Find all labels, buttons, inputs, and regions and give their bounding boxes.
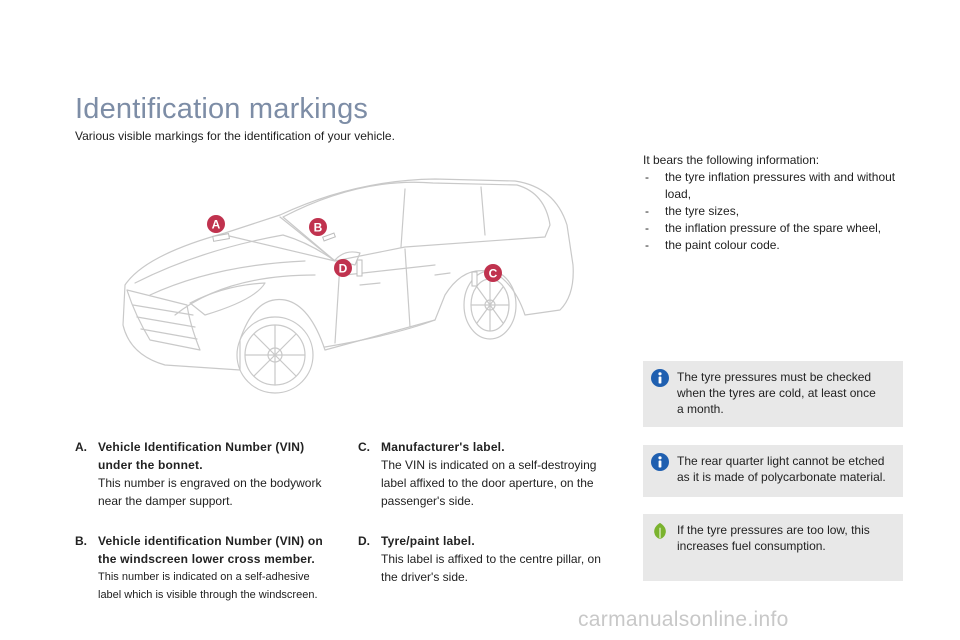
note-text: increases fuel consumption. xyxy=(677,539,826,553)
label-info-section: It bears the following information: -the… xyxy=(643,152,913,254)
item-heading: Tyre/paint label. xyxy=(381,534,475,548)
note-rear-quarter-light: The rear quarter light cannot be etched … xyxy=(643,445,903,497)
item-heading: Vehicle Identification Number (VIN) xyxy=(98,440,305,454)
page-subtitle: Various visible markings for the identif… xyxy=(75,129,395,143)
item-body: label which is visible through the winds… xyxy=(98,589,318,601)
badge-c: C xyxy=(489,267,498,281)
note-text: when the tyres are cold, at least once xyxy=(677,386,876,400)
badge-d: D xyxy=(339,262,348,276)
list-item: -the inflation pressure of the spare whe… xyxy=(645,221,882,235)
info-icon xyxy=(651,453,669,471)
item-body: passenger's side. xyxy=(381,494,475,508)
item-body: near the damper support. xyxy=(98,494,233,508)
item-heading: Vehicle identification Number (VIN) on xyxy=(98,534,323,548)
note-fuel-consumption: If the tyre pressures are too low, this … xyxy=(643,514,903,581)
note-text: The rear quarter light cannot be etched xyxy=(677,454,885,468)
item-heading: Manufacturer's label. xyxy=(381,440,505,454)
item-body: This label is affixed to the centre pill… xyxy=(381,552,601,566)
info-list: -the tyre inflation pressures with and w… xyxy=(643,169,913,254)
item-letter: B. xyxy=(75,534,87,548)
marker-badges: A B D C xyxy=(207,215,502,282)
eco-leaf-icon xyxy=(654,522,666,540)
item-b-vin-windscreen: B. Vehicle identification Number (VIN) o… xyxy=(75,532,345,604)
list-item-continuation: load, xyxy=(665,187,692,201)
item-d-tyre-paint-label: D. Tyre/paint label. This label is affix… xyxy=(358,532,618,586)
item-body: The VIN is indicated on a self-destroyin… xyxy=(381,458,597,472)
item-body: This number is indicated on a self-adhes… xyxy=(98,571,310,583)
list-item: -the tyre sizes, xyxy=(645,204,740,218)
page-title: Identification markings xyxy=(75,93,369,125)
badge-a: A xyxy=(212,218,221,232)
info-intro: It bears the following information: xyxy=(643,153,820,167)
item-body: label affixed to the door aperture, on t… xyxy=(381,476,594,490)
item-c-manufacturer-label: C. Manufacturer's label. The VIN is indi… xyxy=(358,438,618,510)
list-item: -the paint colour code. xyxy=(645,238,780,252)
badge-b: B xyxy=(314,221,323,235)
info-icon xyxy=(651,369,669,387)
item-letter: A. xyxy=(75,440,87,454)
item-letter: D. xyxy=(358,534,370,548)
note-text: The tyre pressures must be checked xyxy=(677,370,872,384)
list-item: -the tyre inflation pressures with and w… xyxy=(645,170,896,184)
item-letter: C. xyxy=(358,440,370,454)
note-tyre-pressure-check: The tyre pressures must be checked when … xyxy=(643,361,903,427)
note-text: a month. xyxy=(677,402,724,416)
note-text: If the tyre pressures are too low, this xyxy=(677,523,870,537)
item-heading: the windscreen lower cross member. xyxy=(98,552,315,566)
car-illustration: A B D C xyxy=(122,178,574,394)
item-body: This number is engraved on the bodywork xyxy=(98,476,322,490)
watermark: carmanualsonline.info xyxy=(578,608,789,631)
item-heading: under the bonnet. xyxy=(98,458,203,472)
note-text: as it is made of polycarbonate material. xyxy=(677,470,886,484)
item-a-vin-bonnet: A. Vehicle Identification Number (VIN) u… xyxy=(75,438,345,510)
item-body: the driver's side. xyxy=(381,570,468,584)
